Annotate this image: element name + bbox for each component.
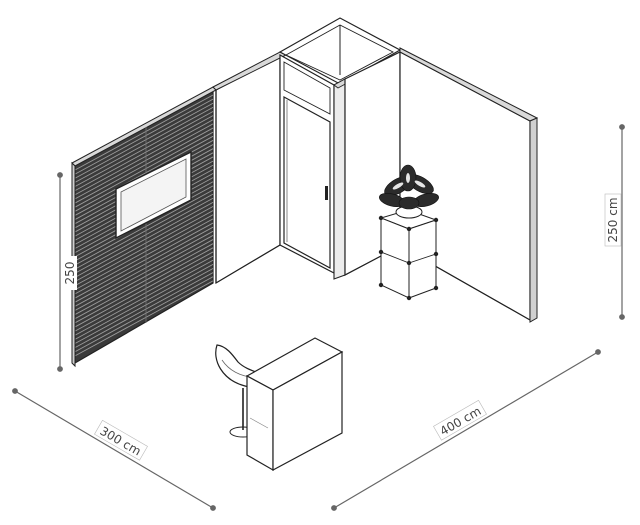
dimension-lines: [12, 124, 625, 511]
svg-text:250 cm: 250 cm: [606, 197, 620, 242]
dimension-label-height-right: 250 cm: [604, 193, 622, 247]
door-handle-icon: [325, 186, 328, 200]
left-slatted-wall: [71, 86, 217, 368]
counter-desk: [245, 337, 344, 472]
storage-door: [283, 95, 331, 270]
wall-screen: [115, 150, 192, 240]
svg-text:250: 250: [63, 262, 77, 285]
potted-plant: [379, 164, 439, 219]
dimension-label-height-left: 250: [63, 256, 77, 290]
plant-pedestal: [378, 209, 439, 301]
